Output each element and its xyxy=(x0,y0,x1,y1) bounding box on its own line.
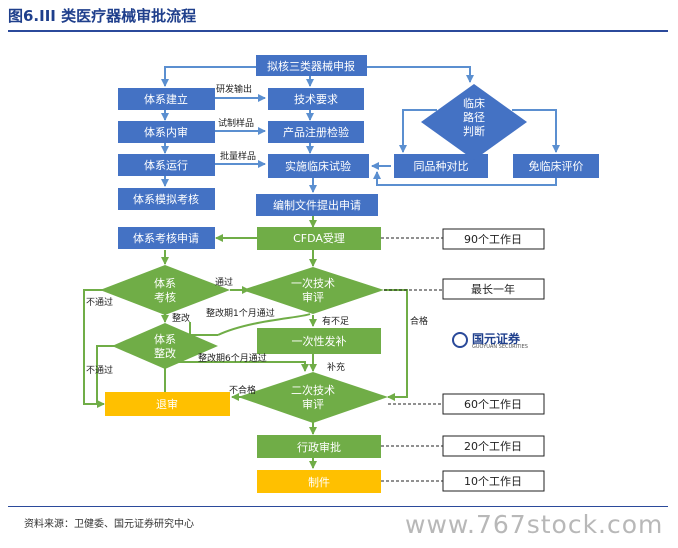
label-second-review: 二次技术审评 xyxy=(291,383,335,411)
logo-name: 国元证券 xyxy=(472,332,521,346)
title-divider xyxy=(8,30,668,32)
label-system-check: 体系考核 xyxy=(154,276,176,304)
label-exempt-eval: 免临床评价 xyxy=(529,159,584,173)
node-clinical-path xyxy=(421,84,527,160)
label-tech-req: 技术要求 xyxy=(294,93,338,106)
label-internal-audit: 体系内审 xyxy=(144,125,188,139)
node-cfda xyxy=(257,227,381,250)
node-second-review xyxy=(238,372,388,423)
edge-batch-sample: 批量样品 xyxy=(220,150,256,162)
timing-box-90 xyxy=(442,228,545,250)
label-clinical-trial: 实施临床试验 xyxy=(285,159,351,173)
label-clinical-path: 临床路径判断 xyxy=(463,96,485,138)
node-internal-audit xyxy=(118,121,215,143)
node-admin-approval xyxy=(257,435,381,458)
footer-divider xyxy=(8,506,668,507)
edge-trial-sample: 试制样品 xyxy=(218,117,254,129)
blue-boxes xyxy=(118,55,599,249)
logo-subtitle: GUOYUAN SECURITIES xyxy=(472,344,528,350)
edge-pass1: 通过 xyxy=(215,276,233,288)
timing-box-10 xyxy=(442,470,545,492)
green-shapes xyxy=(100,227,388,458)
label-system-run: 体系运行 xyxy=(144,158,188,172)
node-exempt-eval xyxy=(513,154,599,178)
edge-not-pass1: 不通过 xyxy=(86,296,113,308)
node-system-setup xyxy=(118,88,215,110)
timing-box-60 xyxy=(442,393,545,415)
node-first-review xyxy=(242,267,384,314)
edge-not-pass2: 不通过 xyxy=(86,364,113,376)
label-mock-audit: 体系模拟考核 xyxy=(133,192,199,206)
node-reject xyxy=(105,392,230,416)
timing-20: 20个工作日 xyxy=(464,440,522,453)
label-audit-apply: 体系考核申请 xyxy=(133,231,199,245)
timing-boxes xyxy=(442,228,545,492)
label-system-fix: 体系整改 xyxy=(154,332,176,360)
node-system-fix xyxy=(112,323,218,369)
watermark: www.767stock.com xyxy=(405,510,664,539)
label-reg-inspection: 产品注册检验 xyxy=(283,125,349,139)
label-proposed: 拟核三类器械申报 xyxy=(267,59,355,73)
node-one-supplement xyxy=(257,328,381,354)
logo-mark-icon xyxy=(452,332,468,348)
guoyuan-logo: 国元证券 GUOYUAN SECURITIES xyxy=(452,330,542,352)
node-certificate xyxy=(257,470,381,493)
gold-boxes xyxy=(105,392,381,493)
node-tech-req xyxy=(268,88,364,110)
timing-1y: 最长一年 xyxy=(471,282,515,296)
timing-box-20 xyxy=(442,435,545,457)
timing-box-1y xyxy=(442,278,545,300)
edge-supplement: 补充 xyxy=(327,361,345,373)
timing-10: 10个工作日 xyxy=(464,475,522,488)
edge-rectify: 整改 xyxy=(172,312,190,324)
edge-develop-output: 研发输出 xyxy=(216,83,252,95)
connectors-blue xyxy=(161,66,560,193)
edge-rectify-1m: 整改期1个月通过 xyxy=(206,307,275,319)
label-first-review: 一次技术审评 xyxy=(291,276,335,304)
label-certificate: 制件 xyxy=(308,476,330,489)
edge-rectify-6m: 整改期6个月通过 xyxy=(198,352,267,364)
label-one-supplement: 一次性发补 xyxy=(292,334,347,348)
label-compile-docs: 编制文件提出申请 xyxy=(273,198,361,212)
edge-insufficient: 有不足 xyxy=(322,315,349,327)
timing-90: 90个工作日 xyxy=(464,233,522,246)
node-system-run xyxy=(118,154,215,176)
node-reg-inspection xyxy=(268,121,364,143)
node-audit-apply xyxy=(118,227,215,249)
timing-60: 60个工作日 xyxy=(464,398,522,411)
node-proposed xyxy=(256,55,367,76)
node-system-check xyxy=(100,265,230,315)
label-admin-approval: 行政审批 xyxy=(297,440,341,454)
edge-qualified: 合格 xyxy=(410,315,428,327)
label-cfda: CFDA受理 xyxy=(293,232,345,245)
node-clinical-trial xyxy=(268,154,369,178)
node-mock-audit xyxy=(118,188,215,210)
node-compile-docs xyxy=(256,194,378,216)
source-note: 资料来源：卫健委、国元证券研究中心 xyxy=(24,519,194,530)
edge-unqualified: 不合格 xyxy=(229,384,256,396)
timing-leaders xyxy=(381,237,443,482)
label-reject: 退审 xyxy=(156,397,178,411)
label-same-compare: 同品种对比 xyxy=(414,159,469,173)
label-system-setup: 体系建立 xyxy=(144,92,188,106)
figure-title: 图6.III 类医疗器械审批流程 xyxy=(8,7,197,25)
